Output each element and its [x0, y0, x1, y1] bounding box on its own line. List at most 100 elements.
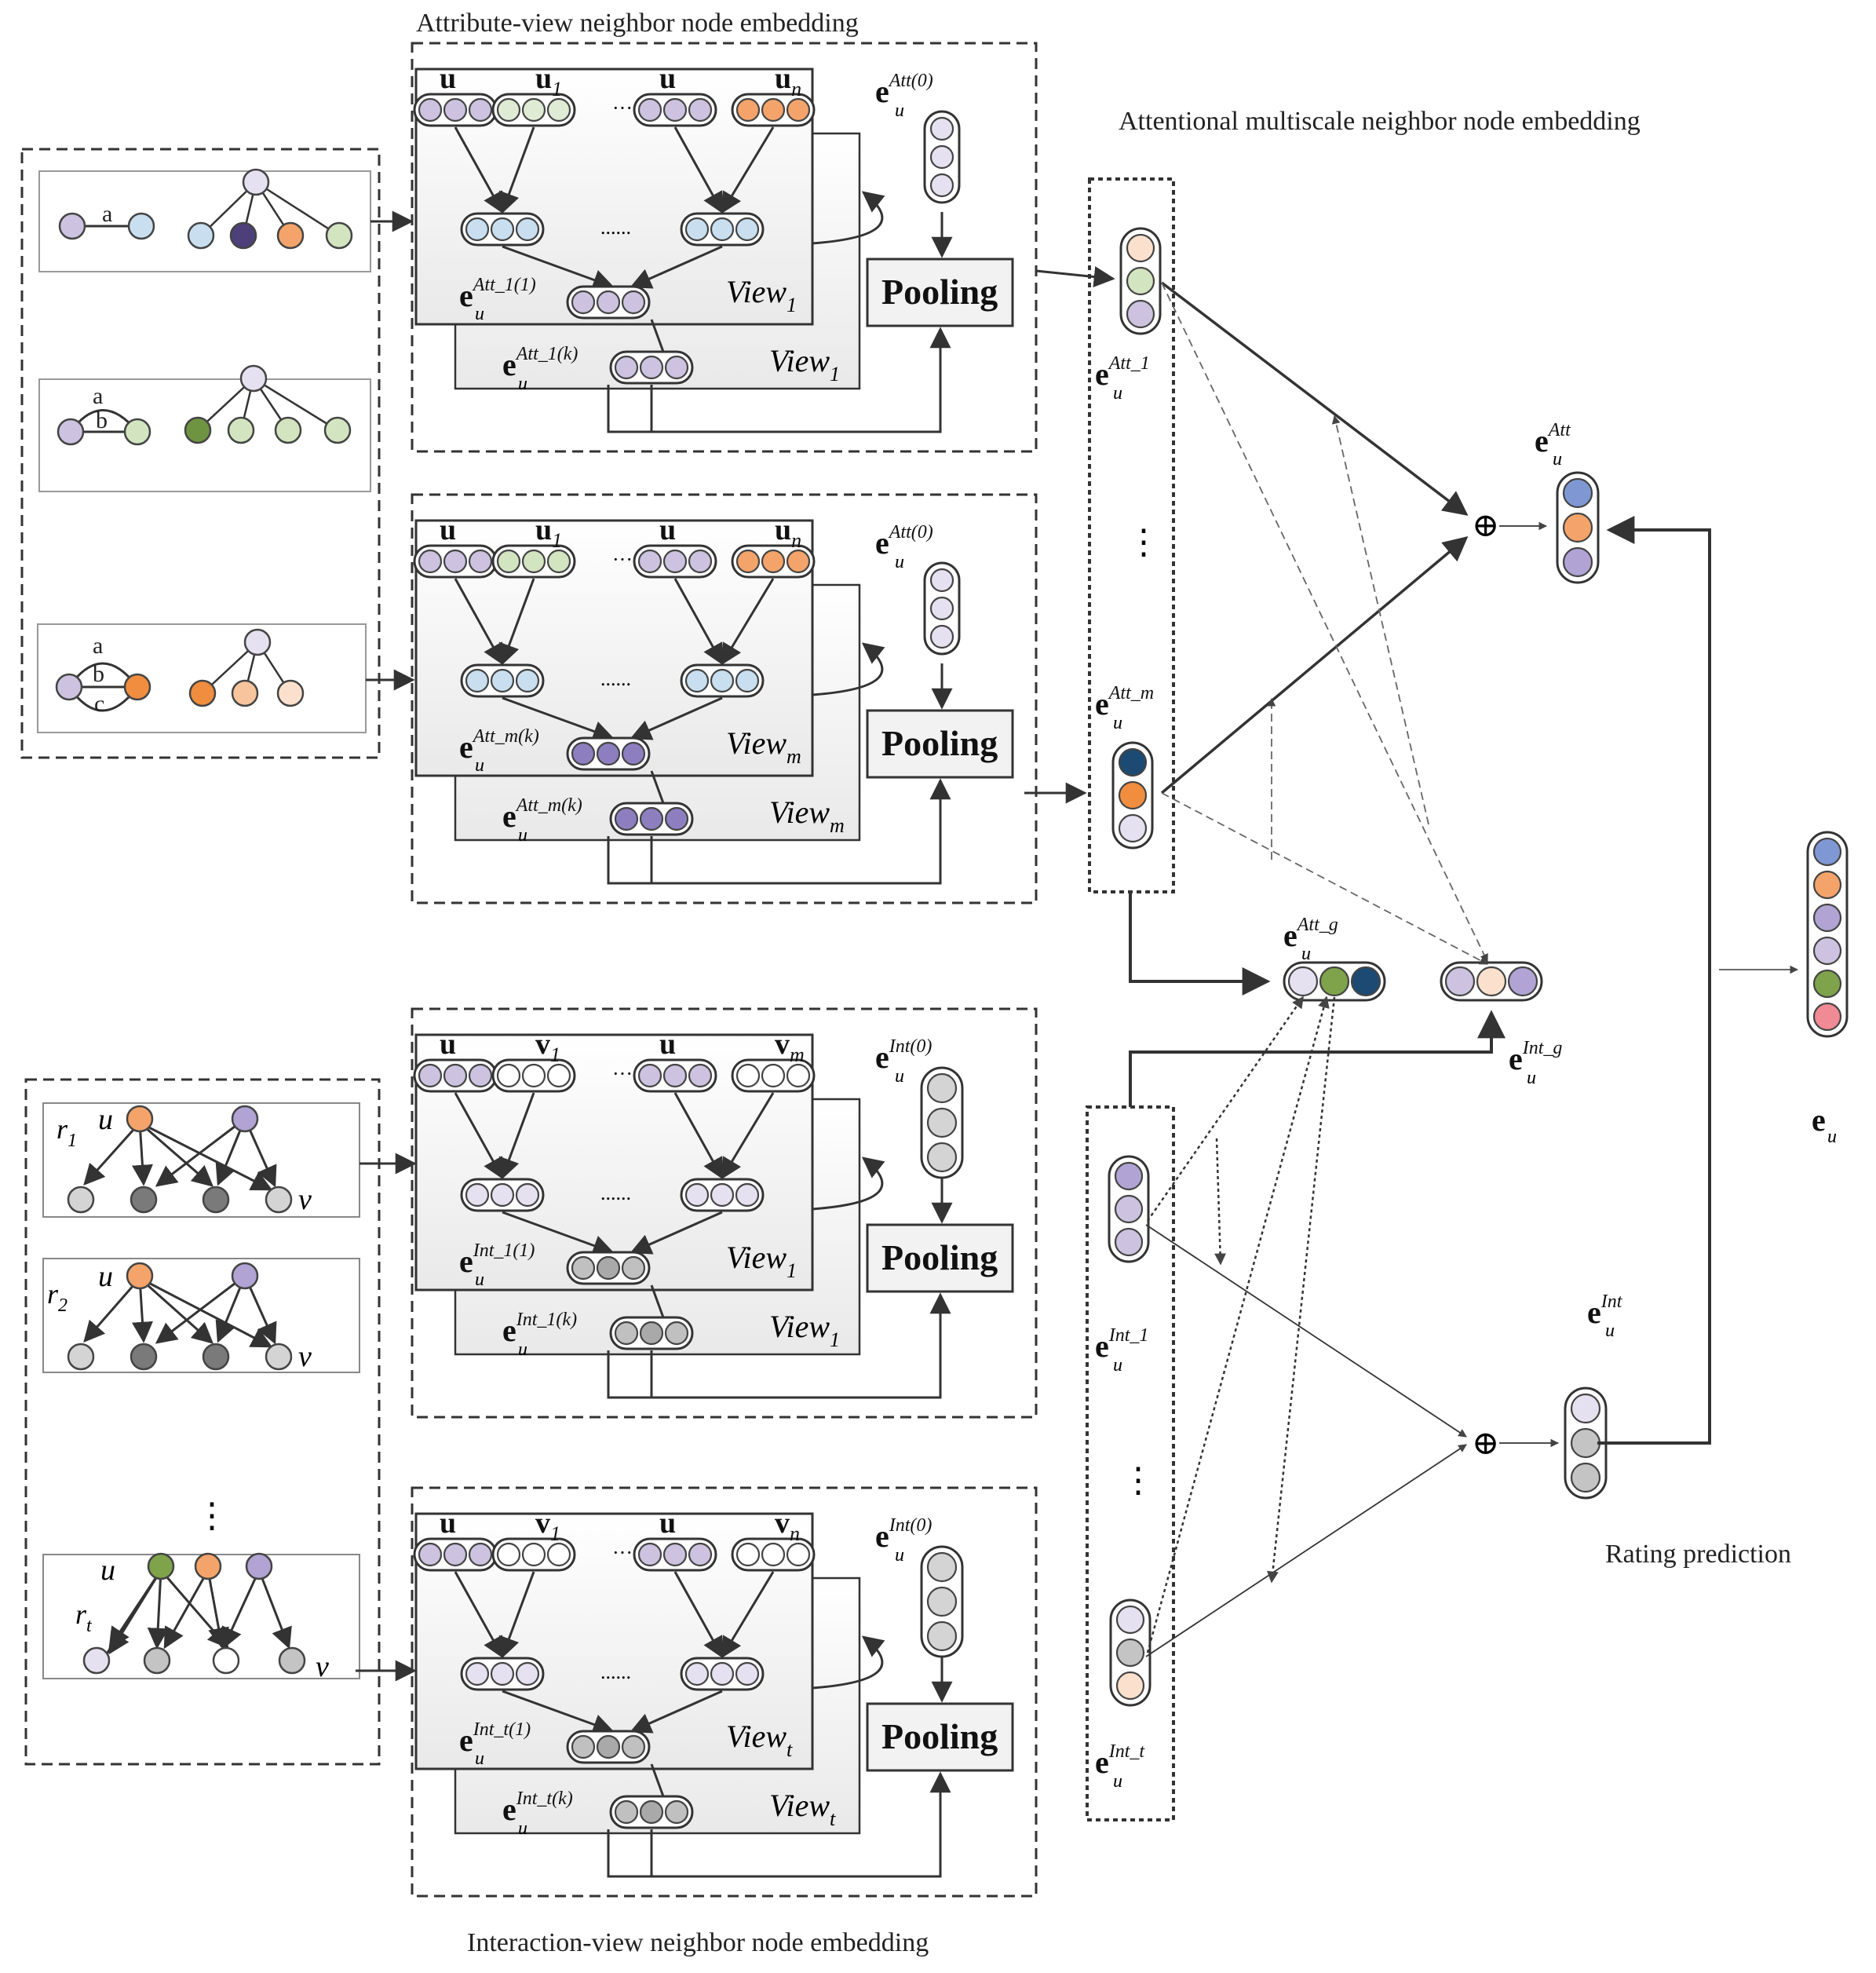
node-label: vm	[775, 1028, 805, 1066]
view-block-frame	[411, 1486, 1038, 1898]
view-output-vector	[566, 1251, 651, 1285]
att-1-label: eAtt_1	[1095, 353, 1150, 392]
subscript-u: u	[518, 1818, 527, 1839]
view-output-vector	[566, 1730, 651, 1764]
input-vector	[731, 93, 816, 127]
subscript-u: u	[895, 1066, 904, 1087]
input-vector	[731, 1058, 816, 1093]
view-embedding-label: eAtt_1(1)	[459, 275, 536, 313]
subscript-u: u	[895, 1545, 904, 1566]
att-embedding	[1556, 471, 1600, 584]
input-vector	[633, 1537, 717, 1572]
dots: ···	[612, 1541, 633, 1564]
input-vector	[491, 93, 576, 127]
node-label: u	[659, 62, 676, 95]
hidden-vector	[680, 212, 765, 247]
input-vector	[731, 1537, 816, 1572]
initial-embedding-label: eInt(0)	[875, 1036, 932, 1075]
int-g-embedding	[1440, 961, 1543, 1002]
int-label: eInt	[1587, 1292, 1623, 1330]
hidden-vector	[680, 1657, 765, 1691]
initial-embedding-label: eAtt(0)	[875, 71, 933, 109]
node-label: vn	[775, 1507, 800, 1545]
pooling-label: Pooling	[881, 1237, 998, 1277]
subscript-u: u	[475, 1270, 484, 1290]
dots: ···	[612, 97, 633, 119]
input-vector	[491, 544, 576, 579]
column-vdots-int: ⋮	[1121, 1461, 1155, 1500]
subscript-u: u	[1553, 449, 1562, 470]
view-block-frame	[411, 493, 1038, 904]
node-label: u	[440, 1507, 456, 1540]
attribute-graph-panel	[20, 148, 381, 759]
subscript-u: u	[1113, 1355, 1122, 1376]
dots: ···	[612, 1062, 633, 1085]
u-label: u	[98, 1260, 113, 1293]
edge-label: a	[93, 383, 103, 409]
view-label-back: Viewt	[769, 1788, 836, 1830]
view-label: Viewm	[726, 725, 801, 768]
input-vector	[633, 1058, 717, 1093]
view-embedding-label: eInt_1(1)	[459, 1240, 535, 1279]
subscript-u: u	[1827, 1127, 1837, 1147]
edge-label: a	[102, 201, 112, 227]
hidden-vector	[460, 663, 545, 698]
view-label: View1	[726, 1240, 797, 1282]
ellipsis: ......	[600, 667, 631, 690]
input-vector	[491, 1537, 576, 1572]
multiscale-embeddings	[1108, 227, 1849, 1707]
view-embedding-label-back: eAtt_m(k)	[502, 795, 582, 834]
v-label: v	[298, 1183, 312, 1216]
view-label-back: Viewm	[769, 795, 845, 837]
view-label-back: View1	[769, 1309, 840, 1351]
pooling-label: Pooling	[881, 272, 998, 312]
attribute-graph-2: a b	[38, 364, 371, 492]
subscript-u: u	[1605, 1321, 1615, 1341]
embedding-labels: eAtt_1ueAtt_mueAtt_gueInt_gueAttueInt_1u…	[1095, 353, 1837, 1792]
interaction-view-title: Interaction-view neighbor node embedding	[467, 1928, 929, 1957]
pooling-box	[866, 258, 1014, 327]
interaction-graph-1: r1 u v	[42, 1102, 360, 1218]
pooling-label: Pooling	[881, 1716, 998, 1756]
view-block-frame	[411, 1007, 1038, 1419]
v-label: v	[316, 1650, 329, 1683]
final-user-embedding	[1806, 831, 1849, 1038]
hidden-vector	[460, 212, 545, 247]
subscript-u: u	[475, 755, 484, 776]
pooling-label: Pooling	[881, 723, 998, 763]
subscript-u: u	[895, 100, 904, 121]
att-g-embedding	[1283, 961, 1386, 1002]
input-vector	[413, 544, 498, 579]
node-label: u	[440, 1028, 456, 1061]
int-1-label: eInt_1	[1095, 1325, 1148, 1364]
edge-label: b	[96, 407, 108, 433]
node-label: un	[775, 62, 801, 100]
subscript-u: u	[895, 552, 904, 572]
view-output-vector	[566, 285, 651, 320]
att-m-label: eAtt_m	[1095, 683, 1154, 722]
initial-embedding	[923, 110, 961, 204]
node-label: v1	[535, 1507, 560, 1545]
attribute-graph-3: a b c	[37, 623, 367, 733]
view-output-vector-back	[609, 1795, 694, 1829]
relation-label: r2	[47, 1278, 68, 1316]
subscript-u: u	[518, 374, 527, 394]
edge-label: b	[93, 661, 104, 687]
interaction-graph-t: u rt v	[42, 1552, 360, 1683]
subscript-u: u	[1113, 713, 1122, 733]
final-embedding-label: e	[1812, 1102, 1826, 1138]
u-label: u	[98, 1103, 113, 1136]
view-output-vector	[566, 736, 651, 771]
rating-prediction-title: Rating prediction	[1605, 1540, 1791, 1569]
node-label: u	[659, 513, 676, 546]
node-label: v1	[535, 1028, 560, 1066]
node-label: u	[659, 1507, 676, 1540]
edge-label: a	[93, 633, 103, 659]
subscript-u: u	[1527, 1068, 1536, 1088]
interaction-graph-2: r2 u v	[42, 1258, 360, 1373]
